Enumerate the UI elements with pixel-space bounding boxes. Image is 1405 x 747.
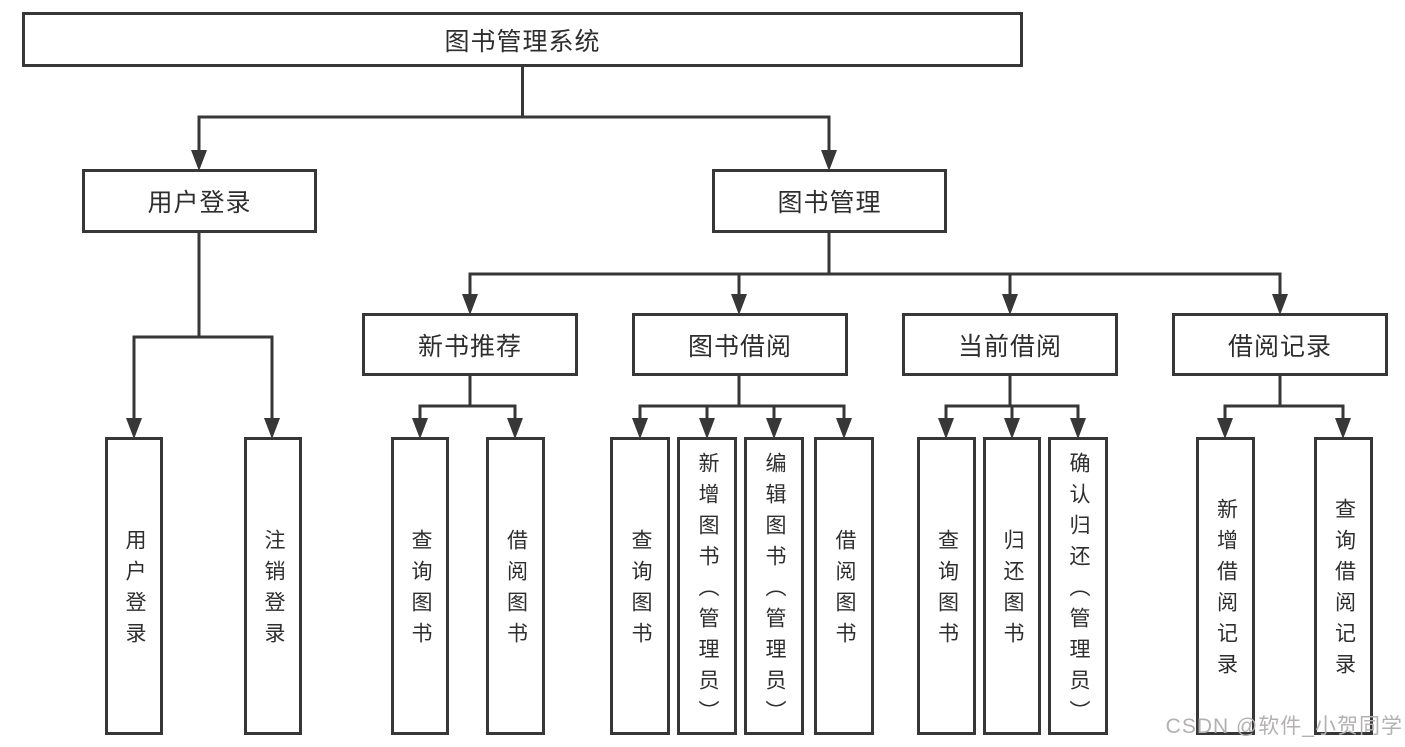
- node-book-borrow-label: 图书借阅: [687, 332, 792, 361]
- node-root: 图书管理系统: [22, 12, 1023, 67]
- leaf-query-books-borrow: 查询图书: [610, 437, 670, 735]
- leaf-confirm-return-admin: 确认归还（管理员）: [1048, 437, 1108, 735]
- leaf-borrow-books-borrow: 借阅图书: [814, 437, 874, 735]
- leaf-query-borrow-record: 查询借阅记录: [1314, 437, 1373, 735]
- leaf-user-login: 用户登录: [105, 437, 163, 735]
- leaf-add-borrow-record-label: 新增借阅记录: [1214, 498, 1238, 684]
- node-book-management-label: 图书管理: [777, 189, 882, 217]
- csdn-watermark: CSDN @软件_小贺同学: [1165, 715, 1403, 738]
- leaf-borrow-books-borrow-label: 借阅图书: [833, 529, 856, 653]
- leaf-query-books-newrec: 查询图书: [391, 437, 449, 735]
- leaf-query-borrow-record-label: 查询借阅记录: [1332, 498, 1356, 684]
- node-borrow-record-label: 借阅记录: [1227, 332, 1332, 361]
- leaf-return-books: 归还图书: [983, 437, 1041, 735]
- leaf-borrow-books-newrec-label: 借阅图书: [504, 529, 528, 653]
- leaf-edit-books-admin: 编辑图书（管理员）: [744, 437, 804, 735]
- node-new-book-recommend-label: 新书推荐: [417, 332, 522, 361]
- node-user-login-label: 用户登录: [147, 189, 252, 217]
- leaf-add-books-admin: 新增图书（管理员）: [677, 437, 737, 735]
- node-root-label: 图书管理系统: [444, 27, 601, 56]
- leaf-query-books-newrec-label: 查询图书: [409, 529, 432, 653]
- leaf-query-books-current: 查询图书: [917, 437, 976, 735]
- leaf-return-books-label: 归还图书: [1001, 529, 1024, 653]
- leaf-add-books-admin-label: 新增图书（管理员）: [696, 451, 719, 731]
- node-current-borrow-label: 当前借阅: [957, 332, 1062, 361]
- node-book-management: 图书管理: [712, 169, 947, 233]
- node-user-login: 用户登录: [82, 169, 317, 233]
- node-new-book-recommend: 新书推荐: [362, 313, 578, 376]
- leaf-add-borrow-record: 新增借阅记录: [1196, 437, 1255, 735]
- node-borrow-record: 借阅记录: [1172, 313, 1388, 376]
- leaf-query-books-borrow-label: 查询图书: [629, 529, 652, 653]
- leaf-user-login-label: 用户登录: [123, 529, 146, 653]
- leaf-edit-books-admin-label: 编辑图书（管理员）: [763, 451, 786, 731]
- leaf-logout-login: 注销登录: [244, 437, 302, 735]
- leaf-confirm-return-admin-label: 确认归还（管理员）: [1067, 451, 1090, 731]
- node-book-borrow: 图书借阅: [632, 313, 848, 376]
- leaf-query-books-current-label: 查询图书: [935, 529, 959, 653]
- leaf-borrow-books-newrec: 借阅图书: [486, 437, 545, 735]
- node-current-borrow: 当前借阅: [902, 313, 1118, 376]
- leaf-logout-login-label: 注销登录: [262, 529, 285, 653]
